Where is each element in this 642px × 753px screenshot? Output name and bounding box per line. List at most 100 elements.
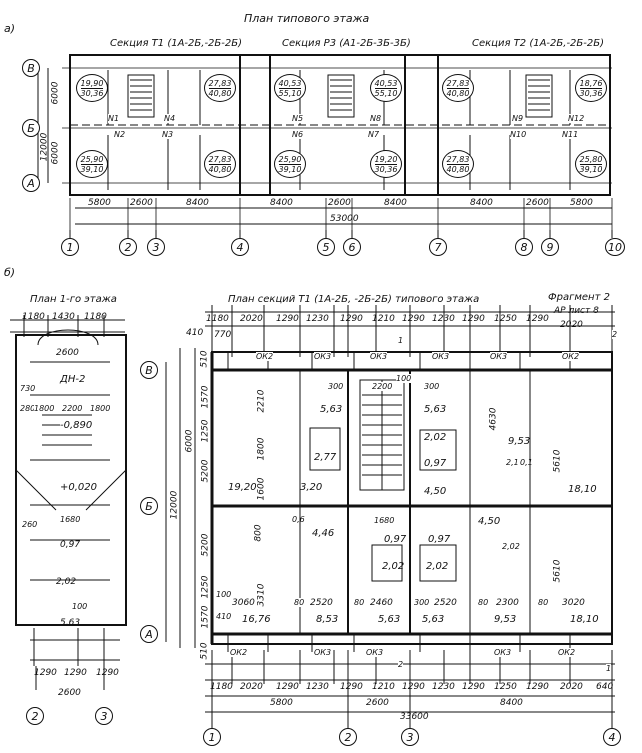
room-3: 2,02 bbox=[424, 432, 447, 443]
axis-8-a: 8 bbox=[515, 238, 533, 256]
axis-span-1: 2600 bbox=[366, 698, 389, 708]
sp-top-dim-2: 2020 bbox=[240, 314, 263, 324]
axis-5-a: 5 bbox=[317, 238, 335, 256]
sp-top-dim-9: 1290 bbox=[462, 314, 485, 324]
part-a-mark: а) bbox=[4, 22, 16, 35]
room-22: 18,10 bbox=[570, 614, 599, 625]
node-n7: N7 bbox=[368, 130, 380, 139]
dim-a-h8: 5800 bbox=[570, 198, 593, 208]
axis-7-a: 7 bbox=[429, 238, 447, 256]
sp-bottom-dim-4: 1290 bbox=[340, 682, 363, 692]
node-n3: N3 bbox=[162, 130, 174, 139]
ff-inner-dim-4: 1680 bbox=[60, 515, 81, 524]
ff-inner-dim-1: 2200 bbox=[62, 404, 83, 413]
sp-bottom-dim-10: 1290 bbox=[526, 682, 549, 692]
bottom-small-0: 100 bbox=[216, 590, 232, 599]
axis-a-row-a: А bbox=[22, 174, 40, 192]
wall-label-0: ОК2 bbox=[256, 352, 274, 361]
sp-top-dim-7: 1290 bbox=[402, 314, 425, 324]
dim-a-h6: 8400 bbox=[470, 198, 493, 208]
node-n4: N4 bbox=[164, 114, 176, 123]
sp-bottom-dim-0: 1180 bbox=[210, 682, 233, 692]
sp-inner-dim-0: 2210 bbox=[256, 389, 267, 413]
sp-inner-dim-7: 4630 bbox=[488, 407, 499, 431]
sp-top-dim-11: 1290 bbox=[526, 314, 549, 324]
ff-side-dim-2: 260 bbox=[22, 520, 38, 529]
sp-inner-dim-11: 3310 bbox=[256, 583, 267, 607]
sp-axis-a: А bbox=[140, 625, 158, 643]
sp-inner-dim-5: 100 bbox=[396, 374, 412, 383]
dim-a-v-total: 12000 bbox=[39, 132, 50, 162]
sp-top-dim-10: 1250 bbox=[494, 314, 517, 324]
wall-label-8: ОК3 bbox=[366, 648, 384, 657]
ff-level-lower: -0,890 bbox=[60, 420, 93, 431]
room-11: 0,97 bbox=[384, 534, 407, 545]
sp-inner-dim-1: 1800 bbox=[256, 437, 267, 461]
section-plan-title: План секций Т1 (1А-2Б, -2Б-2Б) типового … bbox=[228, 294, 480, 305]
dim-a-v1: 6000 bbox=[50, 81, 61, 105]
wall-label-4: ОК3 bbox=[490, 352, 508, 361]
room-2: 2,77 bbox=[314, 452, 337, 463]
section-plan-outline bbox=[211, 351, 613, 645]
sp-sub-dim-0: 770 bbox=[214, 330, 232, 340]
sp-axis-1: 1 bbox=[203, 728, 221, 746]
sp-top-dim-8: 1230 bbox=[432, 314, 455, 324]
axis-9-a: 9 bbox=[541, 238, 559, 256]
axis-10-a: 10 bbox=[605, 238, 625, 256]
sp-axis-b: Б bbox=[140, 497, 158, 515]
dim-a-h5: 8400 bbox=[384, 198, 407, 208]
room-13: 4,50 bbox=[478, 516, 501, 527]
sp-axis-4: 4 bbox=[603, 728, 621, 746]
sp-bottom-dim-8: 1290 bbox=[462, 682, 485, 692]
bottom-row-5: 3020 bbox=[562, 598, 585, 608]
bottom-row-2: 2460 bbox=[370, 598, 393, 608]
sp-v-dim-2: 1250 bbox=[200, 419, 211, 443]
sp-inner-dim-6: 300 bbox=[424, 382, 440, 391]
sp-top-dim-1: 1180 bbox=[206, 314, 229, 324]
dim-a-h7: 2600 bbox=[526, 198, 549, 208]
axis-span-0: 5800 bbox=[270, 698, 293, 708]
section-p3-label: Секция Р3 (А1-2Б-3Б-3Б) bbox=[282, 38, 411, 49]
sp-inner-dim-8: 5610 bbox=[552, 449, 563, 473]
ff-room-0: 0,97 bbox=[60, 540, 81, 550]
axis-6-a: 6 bbox=[343, 238, 361, 256]
dim-a-h1: 2600 bbox=[130, 198, 153, 208]
ff-bottom-dim-1: 1290 bbox=[64, 668, 87, 678]
sp-bottom-dim-5: 1210 bbox=[372, 682, 395, 692]
fragment-ref: АР лист 8 bbox=[554, 306, 599, 316]
node-n6: N6 bbox=[292, 130, 304, 139]
sp-axis-v: В bbox=[140, 361, 158, 379]
axis-b-row-a: В bbox=[22, 59, 40, 77]
ff-axis-2: 2 bbox=[26, 707, 44, 725]
wall-label-3: ОК3 bbox=[432, 352, 450, 361]
node-n2: N2 bbox=[114, 130, 126, 139]
axis-v-row-a: Б bbox=[22, 119, 40, 137]
room-14: 2,02 bbox=[382, 561, 405, 572]
sp-inner-dim-4: 2200 bbox=[372, 382, 393, 391]
node-n10: N10 bbox=[510, 130, 527, 139]
sp-v-dim-0: 510 bbox=[199, 350, 210, 368]
wall-label-5: ОК2 bbox=[562, 352, 580, 361]
room-21: 9,53 bbox=[494, 614, 517, 625]
sp-bottom-dim-11: 2020 bbox=[560, 682, 583, 692]
sp-v-dim-9: 510 bbox=[199, 642, 210, 660]
wall-label-7: ОК3 bbox=[314, 648, 332, 657]
sp-bottom-dim-9: 1250 bbox=[494, 682, 517, 692]
bottom-small-4: 300 bbox=[414, 598, 430, 607]
sp-inner-dim-9: 800 bbox=[253, 524, 264, 542]
sp-inner-dim-3: 300 bbox=[328, 382, 344, 391]
sp-inner-dim-2: 1600 bbox=[256, 477, 267, 501]
bottom-row-1: 2520 bbox=[310, 598, 333, 608]
wall-label-9: ОК3 bbox=[494, 648, 512, 657]
part-b-mark: б) bbox=[4, 266, 16, 279]
first-floor-outline bbox=[15, 334, 127, 626]
sp-bottom-dim-3: 1230 bbox=[306, 682, 329, 692]
bottom-row-4: 2300 bbox=[496, 598, 519, 608]
sp-v-dim-1: 1570 bbox=[200, 385, 211, 409]
sp-axis-3: 3 bbox=[401, 728, 419, 746]
